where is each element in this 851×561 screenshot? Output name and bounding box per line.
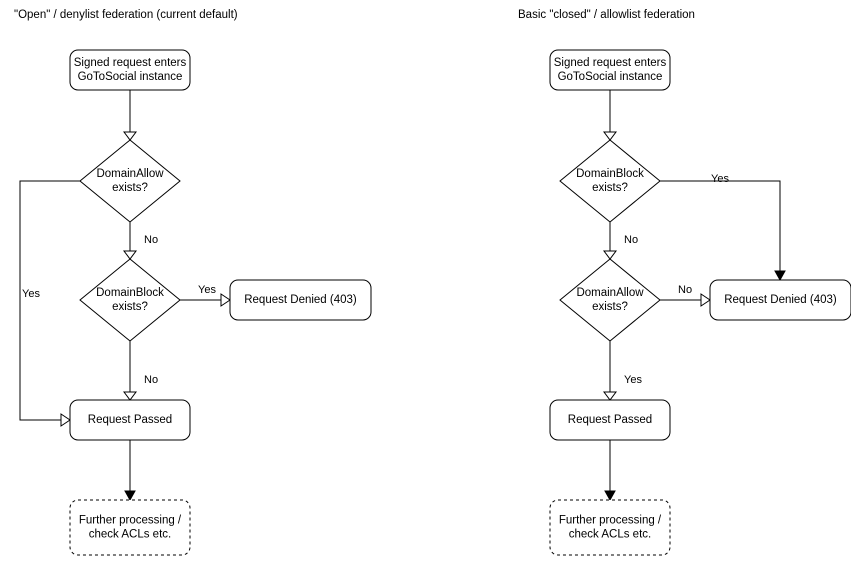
edge-arrowhead-block-yes-to-denied (774, 270, 786, 282)
node-label-open-denylist-start-line-0: Signed request enters (74, 57, 187, 69)
edge-arrowhead-allow-no-to-block (123, 250, 137, 260)
node-label-closed-allowlist-further-processing-line-1: check ACLs etc. (569, 529, 651, 541)
process-shape-further-processing (549, 499, 671, 556)
edge-label-allow-yes-to-passed: Yes (22, 288, 40, 300)
decision-shape-domain-block-decision (559, 139, 661, 223)
edge-label-block-no-to-passed: No (144, 374, 158, 386)
node-label-closed-allowlist-start-line-1: GoToSocial instance (558, 71, 663, 83)
panel-title-closed-allowlist: Basic "closed" / allowlist federation (518, 9, 695, 21)
edge-arrowhead-passed-to-further (124, 490, 136, 502)
node-label-open-denylist-start-line-1: GoToSocial instance (78, 71, 183, 83)
node-label-closed-allowlist-domain-allow-decision-line-0: DomainAllow (576, 287, 644, 299)
process-shape-request-denied (229, 279, 372, 321)
edge-arrowhead-passed-to-further (604, 490, 616, 502)
node-label-open-denylist-request-denied-line-0: Request Denied (403) (244, 294, 357, 306)
node-label-open-denylist-further-processing-line-0: Further processing / (79, 515, 182, 527)
edge-arrowhead-block-yes-to-denied (220, 293, 231, 307)
node-label-closed-allowlist-request-denied-line-0: Request Denied (403) (724, 294, 837, 306)
node-label-closed-allowlist-start-line-0: Signed request enters (554, 57, 667, 69)
edge-arrowhead-block-no-to-allow (603, 250, 617, 260)
node-label-open-denylist-further-processing-line-1: check ACLs etc. (89, 529, 171, 541)
edge-arrowhead-start-to-allow (123, 131, 137, 141)
node-label-closed-allowlist-request-passed-line-0: Request Passed (568, 414, 652, 426)
process-shape-start (69, 49, 191, 91)
decision-shape-domain-block-decision (79, 258, 181, 342)
node-label-closed-allowlist-domain-block-decision-line-1: exists? (592, 182, 628, 194)
node-open-denylist-domain-allow-decision[interactable]: DomainAllow exists? (79, 139, 181, 223)
edge-arrowhead-allow-yes-to-passed (603, 391, 617, 401)
process-shape-further-processing (69, 499, 191, 556)
edge-label-allow-no-to-denied: No (678, 284, 692, 296)
edge-arrowhead-allow-yes-to-passed (60, 413, 71, 427)
edge-label-block-yes-to-denied: Yes (711, 173, 729, 185)
node-open-denylist-domain-block-decision[interactable]: DomainBlock exists? (79, 258, 181, 342)
edge-allow-yes-to-passed (19, 180, 80, 421)
panel-open-denylist: "Open" / denylist federation (current de… (14, 9, 372, 556)
edge-label-allow-no-to-block: No (144, 234, 158, 246)
node-closed-allowlist-domain-allow-decision[interactable]: DomainAllow exists? (559, 258, 661, 342)
node-open-denylist-further-processing[interactable]: Further processing / check ACLs etc. (69, 499, 191, 556)
process-shape-request-denied (709, 279, 851, 321)
panel-closed-allowlist: Basic "closed" / allowlist federationYes… (518, 9, 851, 556)
node-open-denylist-request-denied[interactable]: Request Denied (403) (229, 279, 372, 321)
process-shape-start (549, 49, 671, 91)
decision-shape-domain-allow-decision (79, 139, 181, 223)
edge-label-allow-yes-to-passed: Yes (624, 374, 642, 386)
edge-arrowhead-block-no-to-passed (123, 391, 137, 401)
node-label-closed-allowlist-domain-block-decision-line-0: DomainBlock (576, 168, 644, 180)
node-label-closed-allowlist-further-processing-line-0: Further processing / (559, 515, 662, 527)
panel-title-open-denylist: "Open" / denylist federation (current de… (14, 9, 238, 21)
node-label-open-denylist-request-passed-line-0: Request Passed (88, 414, 172, 426)
node-closed-allowlist-domain-block-decision[interactable]: DomainBlock exists? (559, 139, 661, 223)
node-label-open-denylist-domain-block-decision-line-0: DomainBlock (96, 287, 164, 299)
decision-shape-domain-allow-decision (559, 258, 661, 342)
process-shape-request-passed (69, 399, 191, 441)
node-closed-allowlist-request-passed[interactable]: Request Passed (549, 399, 671, 441)
edge-arrowhead-allow-no-to-denied (700, 293, 711, 307)
edge-arrowhead-start-to-block (603, 131, 617, 141)
node-label-open-denylist-domain-allow-decision-line-1: exists? (112, 182, 148, 194)
edge-label-block-no-to-allow: No (624, 234, 638, 246)
edge-label-block-yes-to-denied: Yes (198, 284, 216, 296)
node-closed-allowlist-request-denied[interactable]: Request Denied (403) (709, 279, 851, 321)
edge-block-yes-to-denied (660, 180, 781, 273)
node-closed-allowlist-further-processing[interactable]: Further processing / check ACLs etc. (549, 499, 671, 556)
process-shape-request-passed (549, 399, 671, 441)
node-label-open-denylist-domain-allow-decision-line-0: DomainAllow (96, 168, 164, 180)
node-label-open-denylist-domain-block-decision-line-1: exists? (112, 301, 148, 313)
node-label-closed-allowlist-domain-allow-decision-line-1: exists? (592, 301, 628, 313)
node-open-denylist-request-passed[interactable]: Request Passed (69, 399, 191, 441)
